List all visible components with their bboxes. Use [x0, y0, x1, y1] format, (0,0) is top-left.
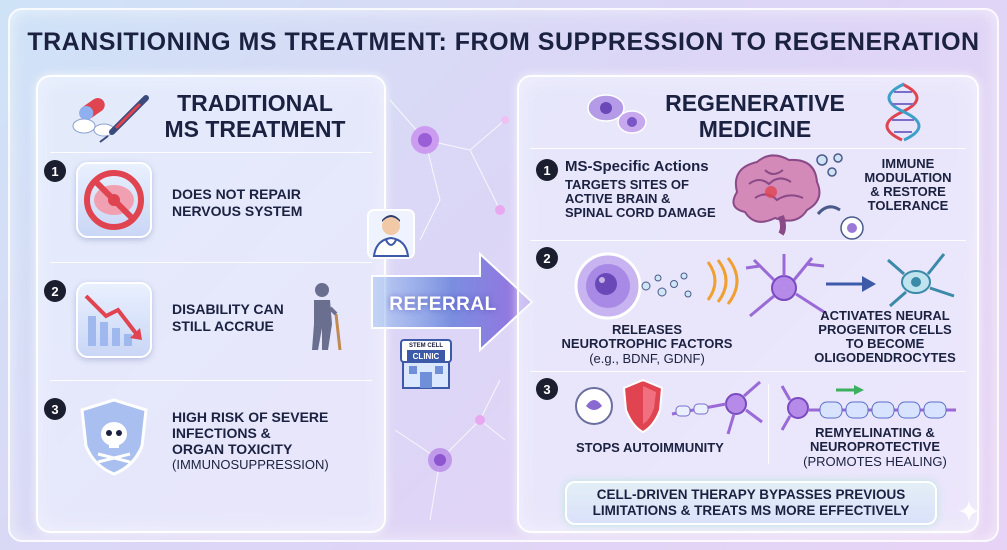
no-brain-icon-graphic: [84, 170, 144, 230]
left-divider-3: [50, 380, 372, 381]
right-item-1-side-line1: IMMUNE: [881, 156, 935, 171]
right-item-1-side-line2: MODULATION: [864, 170, 952, 185]
clinic-label-top: STEM CELL: [409, 343, 443, 349]
main-title: TRANSITIONING MS TREATMENT: FROM SUPPRES…: [27, 28, 980, 56]
doctor-icon: [367, 209, 415, 259]
right-item-3-right-sub: (PROMOTES HEALING): [803, 454, 947, 469]
neurotrophic-factor-dots: [641, 272, 692, 298]
right-item-3-right-line1: REMYELINATING &: [815, 425, 935, 440]
left-item-2-number: 2: [44, 280, 66, 302]
right-item-2-left-sub: (e.g., BDNF, GDNF): [589, 351, 705, 366]
left-item-1-line2: NERVOUS SYSTEM: [172, 203, 303, 219]
right-item-1-line1: TARGETS SITES OF: [565, 177, 689, 192]
right-divider-3: [530, 371, 966, 372]
regenerative-title-line2: MEDICINE: [698, 116, 812, 142]
right-item-1-side-line4: TOLERANCE: [867, 198, 949, 213]
summary-banner-line1: CELL-DRIVEN THERAPY BYPASSES PREVIOUS: [596, 487, 906, 502]
traditional-title-line1: TRADITIONAL: [177, 90, 333, 116]
immune-cells-icon: [816, 153, 864, 240]
progression-arrow: [826, 276, 876, 292]
summary-banner-line2: LIMITATIONS & TREATS MS MORE EFFECTIVELY: [592, 503, 910, 518]
signal-waves-icon: [706, 257, 739, 305]
stem-cell-icon: [574, 252, 642, 320]
right-divider-1: [530, 148, 966, 149]
walking-cane-person-icon: [312, 283, 342, 351]
left-item-1-line1: DOES NOT REPAIR: [172, 186, 301, 202]
shield-icon: [622, 378, 664, 434]
left-divider-2: [50, 262, 372, 263]
right-item-2-right-line1: ACTIVATES NEURAL: [820, 308, 950, 323]
right-item-1-line3: SPINAL CORD DAMAGE: [565, 205, 716, 220]
right-item-2-left-line2: NEUROTROPHIC FACTORS: [561, 336, 733, 351]
right-item-2-number: 2: [536, 247, 558, 269]
right-item-2-right-line3: TO BECOME: [845, 336, 925, 351]
right-item-3-left-text: STOPS AUTOIMMUNITY: [576, 440, 724, 455]
remyelination-icon: [780, 385, 956, 431]
skull-shield-icon: [80, 398, 148, 476]
referral-label: REFERRAL: [389, 294, 497, 315]
right-item-3-number: 3: [536, 378, 558, 400]
left-item-3-line1: HIGH RISK OF SEVERE: [172, 409, 329, 425]
dna-icon: [885, 82, 921, 142]
neuron-icon: [745, 254, 825, 318]
right-item-1-line2: ACTIVE BRAIN &: [565, 191, 671, 206]
right-item-1-number: 1: [536, 159, 558, 181]
pills-syringe-icon: [72, 95, 149, 143]
left-item-3-number: 3: [44, 398, 66, 420]
right-item-3-right-line2: NEUROPROTECTIVE: [809, 439, 940, 454]
right-item-2-left-line1: RELEASES: [611, 322, 683, 337]
left-item-1-number: 1: [44, 160, 66, 182]
left-item-2-line2: STILL ACCRUE: [172, 318, 274, 334]
immune-cell-icon: [575, 387, 613, 425]
regenerative-title-line1: REGENERATIVE: [665, 90, 845, 116]
right-item-1-heading: MS-Specific Actions: [565, 158, 709, 175]
left-item-3-line3: ORGAN TOXICITY: [172, 441, 293, 457]
left-item-2-line1: DISABILITY CAN: [172, 301, 284, 317]
clinic-label-bottom: CLINIC: [412, 352, 440, 361]
referral-arrow: [371, 251, 534, 353]
oligodendrocyte-icon: [887, 253, 955, 308]
right-item-2-right-line2: PROGENITOR CELLS: [818, 322, 952, 337]
left-item-3-line2: INFECTIONS &: [172, 425, 271, 441]
traditional-title-line2: MS TREATMENT: [164, 116, 346, 142]
sparkle-icon: [958, 500, 980, 522]
left-item-3-sub: (IMMUNOSUPPRESSION): [172, 457, 329, 472]
right-item-1-side-line3: & RESTORE: [870, 184, 946, 199]
outer-frame: [8, 8, 999, 542]
summary-banner: CELL-DRIVEN THERAPY BYPASSES PREVIOUS LI…: [565, 481, 937, 525]
stem-cell-clinic-icon: [400, 339, 452, 389]
myelinated-neuron-icon: [671, 380, 763, 435]
right-divider-2: [530, 240, 966, 241]
right-item-3-separator: [768, 384, 769, 464]
left-divider-1: [50, 152, 372, 153]
brain-icon: [732, 154, 821, 236]
right-item-2-right-line4: OLIGODENDROCYTES: [814, 350, 956, 365]
declining-chart-icon-graphic: [84, 294, 142, 346]
stem-cells-icon: [587, 94, 647, 134]
